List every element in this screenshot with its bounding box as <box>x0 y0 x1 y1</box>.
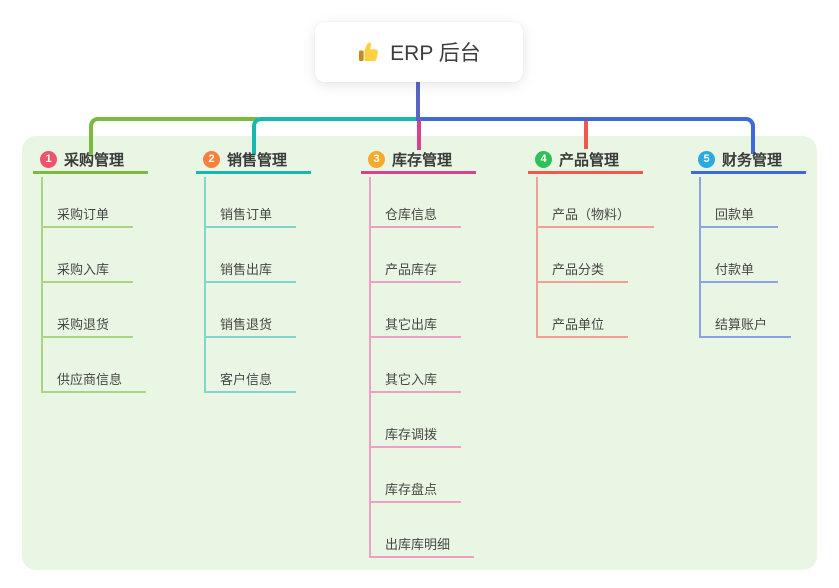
branch-label: 采购管理 <box>64 151 125 169</box>
branch-number-badge: 2 <box>203 150 220 168</box>
connector-line <box>417 119 421 150</box>
child-node[interactable]: 供应商信息 <box>41 369 147 393</box>
thumbs-up-icon <box>357 40 381 64</box>
connector-line <box>416 117 755 154</box>
connector-line <box>536 177 538 338</box>
child-node[interactable]: 付款单 <box>699 259 779 283</box>
child-node[interactable]: 产品（物料） <box>536 204 655 228</box>
child-node[interactable]: 其它出库 <box>369 314 462 338</box>
branch-label: 产品管理 <box>559 151 620 169</box>
child-node[interactable]: 出库库明细 <box>369 534 475 558</box>
child-node[interactable]: 结算账户 <box>699 314 792 338</box>
branch-node[interactable]: 3 库存管理 <box>361 147 476 174</box>
connector-line <box>584 121 588 149</box>
branch-node[interactable]: 2 销售管理 <box>196 147 311 174</box>
child-node[interactable]: 采购订单 <box>41 204 134 228</box>
branch-node[interactable]: 1 采购管理 <box>33 147 148 174</box>
child-node[interactable]: 产品库存 <box>369 259 462 283</box>
child-node[interactable]: 产品单位 <box>536 314 629 338</box>
branch-node[interactable]: 5 财务管理 <box>691 147 806 174</box>
child-node[interactable]: 客户信息 <box>204 369 297 393</box>
child-node[interactable]: 采购退货 <box>41 314 134 338</box>
branch-label: 库存管理 <box>392 151 453 169</box>
connector-line <box>204 177 206 393</box>
connector-line <box>252 117 424 154</box>
branch-label: 销售管理 <box>227 151 288 169</box>
root-node[interactable]: ERP 后台 <box>315 22 523 82</box>
branch-number-badge: 5 <box>698 150 715 168</box>
connector-line <box>89 117 258 154</box>
root-label: ERP 后台 <box>390 42 481 65</box>
branch-number-badge: 3 <box>368 150 385 168</box>
child-node[interactable]: 销售退货 <box>204 314 297 338</box>
branch-node[interactable]: 4 产品管理 <box>528 147 643 174</box>
branch-number-badge: 4 <box>535 150 552 168</box>
child-node[interactable]: 仓库信息 <box>369 204 462 228</box>
branch-label: 财务管理 <box>722 151 783 169</box>
child-node[interactable]: 销售订单 <box>204 204 297 228</box>
child-node[interactable]: 产品分类 <box>536 259 629 283</box>
connector-line <box>369 177 371 558</box>
child-node[interactable]: 其它入库 <box>369 369 462 393</box>
branches-background-panel <box>22 136 817 570</box>
child-node[interactable]: 库存盘点 <box>369 479 462 503</box>
child-node[interactable]: 销售出库 <box>204 259 297 283</box>
child-node[interactable]: 库存调拨 <box>369 424 462 448</box>
connector-line <box>416 82 420 121</box>
child-node[interactable]: 采购入库 <box>41 259 134 283</box>
connector-line <box>41 177 43 393</box>
child-node[interactable]: 回款单 <box>699 204 779 228</box>
branch-number-badge: 1 <box>40 150 57 168</box>
connector-line <box>699 177 701 338</box>
